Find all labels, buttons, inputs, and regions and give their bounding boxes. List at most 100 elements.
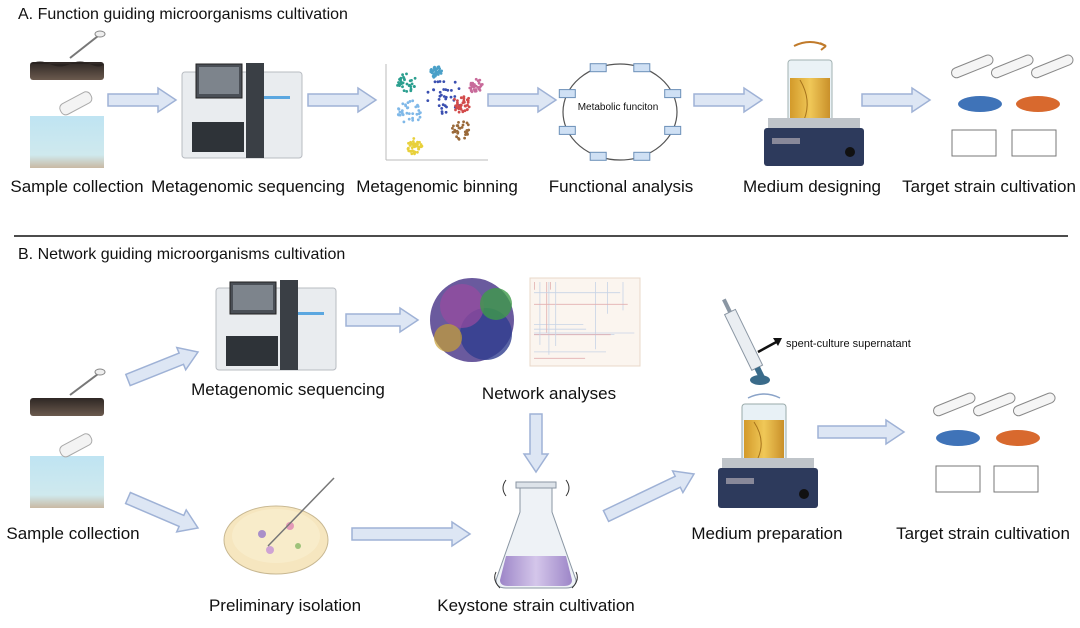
bin-point (402, 120, 406, 124)
bin-point (456, 101, 459, 105)
bin-point (466, 132, 469, 136)
bin-point (402, 75, 405, 79)
bin-point (436, 70, 440, 74)
bin-point (407, 84, 411, 87)
bin-point (474, 77, 478, 81)
bin-point (413, 144, 417, 148)
bin-point (398, 110, 402, 114)
bin-point (397, 107, 400, 111)
step-a-medium-designing: Medium designing (743, 177, 881, 196)
bin-point (442, 80, 446, 83)
network-hairball-icon (430, 278, 514, 362)
microplate-icon-b (935, 465, 1039, 493)
bin-point (466, 99, 470, 102)
bin-point (457, 87, 461, 90)
bin-point (412, 150, 416, 153)
step-b-network-analyses: Network analyses (481, 384, 617, 403)
bin-point (401, 81, 405, 85)
bin-point (410, 79, 413, 82)
flow-arrows-a (107, 86, 932, 114)
bin-point (457, 126, 461, 130)
arrow-b-keystone-to-medium (602, 469, 696, 523)
bin-point (409, 149, 412, 153)
step-b-metagenomic-sequencing: Metagenomic sequencing (191, 380, 385, 399)
bin-point (451, 130, 455, 134)
soil-sample-icon (30, 30, 106, 80)
bin-point (456, 131, 460, 135)
bin-point (426, 90, 430, 94)
culture-tubes-icon-b (933, 392, 1056, 417)
bin-point (462, 120, 465, 124)
petri-dish-orange-icon-b (996, 430, 1040, 446)
bin-point (416, 145, 419, 148)
bin-point (405, 82, 409, 86)
bin-point (450, 89, 453, 92)
bin-point (412, 137, 416, 140)
bin-point (452, 124, 455, 128)
bin-point (459, 105, 462, 109)
step-b-sample-collection: Sample collection (6, 524, 140, 543)
arrow-a-4 (693, 86, 764, 114)
water-sample-icon-b (30, 433, 104, 508)
arrow-a-2 (307, 86, 378, 114)
bin-point (410, 152, 414, 156)
bin-point (410, 82, 414, 86)
bin-point (461, 101, 465, 105)
bin-point (444, 110, 448, 114)
bin-point (417, 112, 421, 116)
pathway-node (633, 151, 651, 161)
syringe-icon (722, 298, 782, 385)
step-b-preliminary-isolation: Preliminary isolation (208, 596, 362, 615)
bin-point (444, 88, 448, 91)
sequencer-icon (181, 63, 303, 159)
bin-point (429, 68, 433, 72)
bin-point (460, 126, 464, 129)
culture-tubes-icon (951, 54, 1074, 79)
bin-point (433, 74, 437, 78)
bin-point (404, 104, 408, 108)
pathway-node (633, 63, 651, 73)
bin-point (453, 95, 457, 98)
bin-point (474, 84, 478, 88)
bin-point (430, 71, 434, 75)
medium-stirrer-icon-b (718, 393, 818, 508)
panel-b-title: B. Network guiding microorganisms cultiv… (18, 246, 346, 263)
bin-point (438, 94, 442, 98)
petri-isolation-icon (223, 477, 335, 575)
panel-a-title: A. Function guiding microorganisms culti… (18, 6, 348, 23)
bin-point (413, 76, 417, 80)
bin-point (409, 87, 413, 91)
bin-point (466, 123, 470, 127)
bin-point (453, 97, 456, 101)
bin-point (407, 117, 411, 121)
bin-point (437, 98, 441, 101)
microplate-icon (951, 129, 1057, 157)
step-b-keystone-strain-cultivation: Keystone strain cultivation (437, 596, 635, 615)
bin-point (440, 112, 444, 115)
bin-point (411, 118, 415, 122)
bin-point (433, 68, 437, 72)
bin-point (416, 118, 420, 122)
bin-point (396, 84, 399, 87)
step-a-metagenomic-binning: Metagenomic binning (356, 177, 518, 196)
bin-point (456, 99, 459, 103)
bin-point (478, 78, 482, 82)
bin-point (470, 90, 474, 94)
step-b-medium-preparation: Medium preparation (691, 524, 843, 543)
flow-arrows-b (124, 306, 906, 548)
step-b-target-strain-cultivation: Target strain cultivation (896, 524, 1070, 543)
bin-point (407, 112, 411, 115)
bin-point (467, 105, 471, 109)
bin-point (420, 144, 424, 148)
bin-point (438, 90, 442, 94)
arrow-b-isolation-to-keystone (351, 520, 472, 548)
arrow-a-5 (861, 86, 932, 114)
arrow-a-3 (487, 86, 558, 114)
bin-point (442, 95, 446, 98)
bin-point (469, 87, 473, 90)
bin-point (455, 124, 459, 127)
pathway-node (589, 63, 607, 73)
bin-point (416, 143, 419, 146)
arrow-b-network-to-keystone (522, 413, 550, 474)
